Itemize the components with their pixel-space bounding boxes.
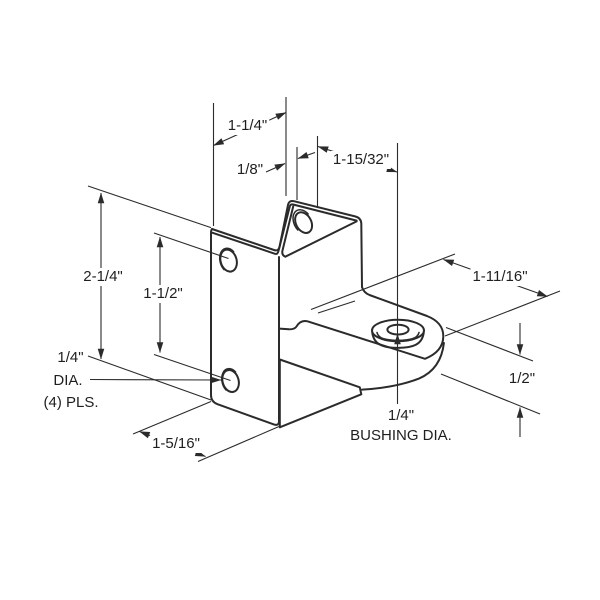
dim-thickness-label: 1/8" xyxy=(234,160,266,179)
hole-note-leader xyxy=(89,376,222,384)
dim-thickness-arrow-left xyxy=(265,162,286,173)
dim-depth-label: 1-5/16" xyxy=(150,435,202,453)
bushing-hole xyxy=(386,323,410,336)
dim-top-width-label: 1-1/4" xyxy=(225,117,270,135)
hole-note-dia-text: DIA. xyxy=(51,371,85,390)
dim-bushing-offset-label: 1-15/32" xyxy=(330,150,392,169)
dim-arm-thickness-label: 1/2" xyxy=(506,370,538,388)
extension-lines xyxy=(87,97,561,463)
bracket-outline xyxy=(210,199,445,429)
hole-note-places: (4) PLS. xyxy=(41,393,101,412)
plate-hole-top-thickness-arc xyxy=(219,247,235,271)
bushing-side-arc xyxy=(371,332,425,349)
hole-note-diameter: 1/4" xyxy=(55,348,86,367)
bushing-note-text: BUSHING DIA. xyxy=(348,426,454,445)
dim-thickness-arrow-right xyxy=(297,151,316,160)
wing-hole xyxy=(294,211,314,234)
bushing-note-diameter: 1/4" xyxy=(385,406,417,425)
wing-hole-thickness-arc xyxy=(292,209,309,231)
dim-hole-spacing-label: 1-1/2" xyxy=(141,284,185,303)
dim-arm-reach-label: 1-11/16" xyxy=(470,268,530,286)
dim-plate-height-label: 2-1/4" xyxy=(81,268,125,286)
bushing-rim-arc xyxy=(376,331,420,342)
plate-hole-bottom-thickness-arc xyxy=(221,367,237,391)
bushing-outer-ellipse xyxy=(371,318,425,343)
